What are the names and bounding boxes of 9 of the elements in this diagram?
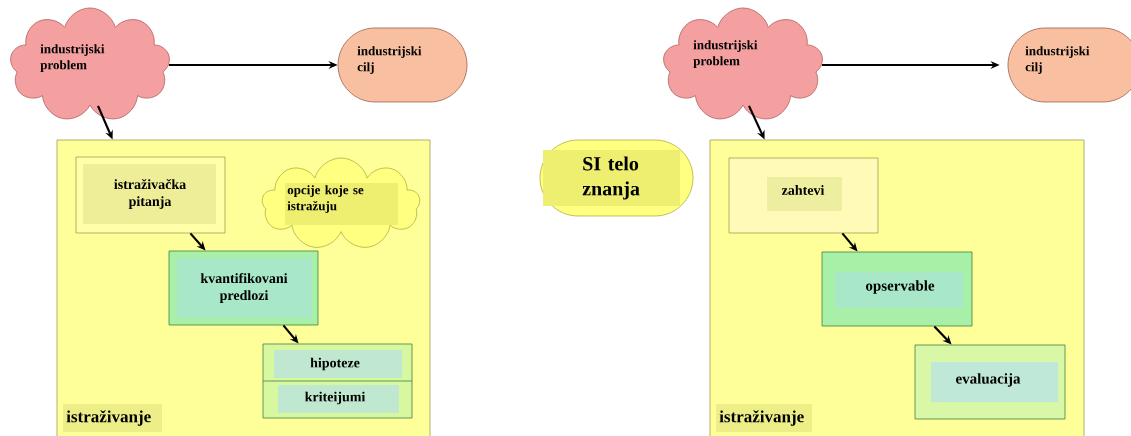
process-box: kvantifikovani predlozi: [168, 250, 319, 326]
process-box: istraživačka pitanja: [75, 156, 226, 234]
process-box: evaluacija: [914, 344, 1066, 420]
rounded-box: industrijski cilj: [337, 27, 468, 103]
process-box: hipoteze kriteijumi: [262, 343, 413, 419]
process-box: zahtevi: [728, 157, 879, 234]
process-box: opservable: [821, 251, 973, 327]
rounded-box: SI telo znanja: [539, 139, 694, 217]
rounded-box: industrijski cilj: [1007, 27, 1131, 103]
